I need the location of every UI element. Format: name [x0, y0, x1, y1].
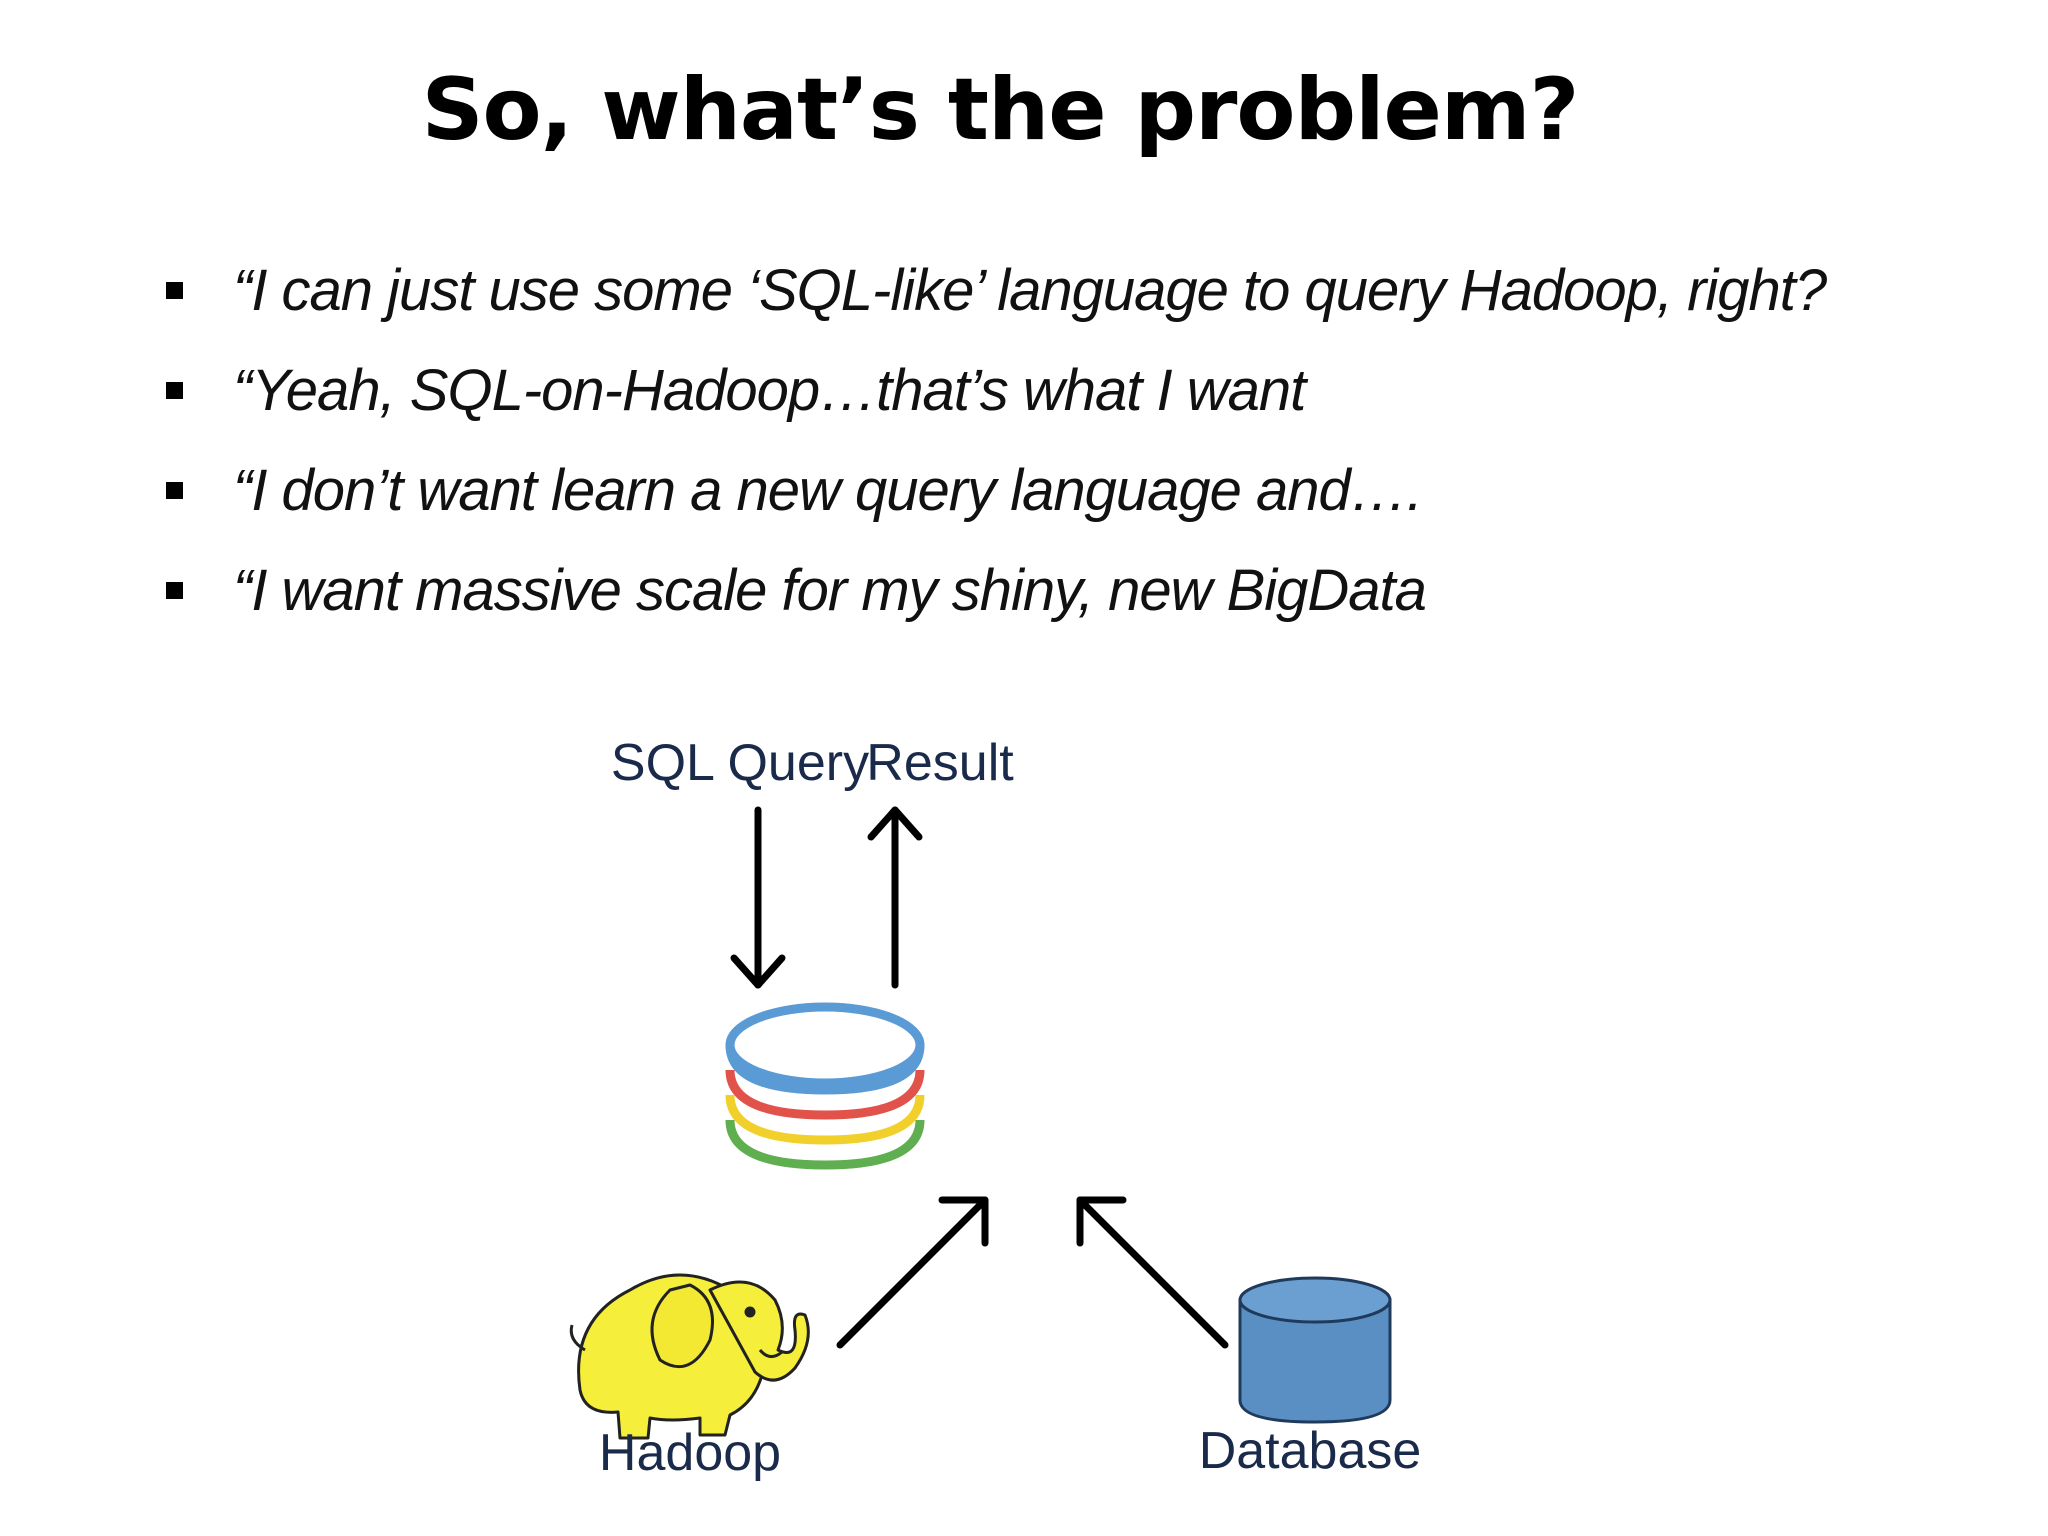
- result-label: Result: [866, 734, 1014, 792]
- bullet-item: “I want massive scale for my shiny, new …: [160, 540, 1826, 640]
- bullet-item: “I can just use some ‘SQL-like’ language…: [160, 240, 1827, 340]
- bullet-text: “I can just use some ‘SQL-like’ language…: [233, 257, 1827, 323]
- hadoop-label: Hadoop: [599, 1424, 781, 1482]
- bullet-square-icon: [166, 281, 183, 299]
- layered-database-icon: [725, 1002, 925, 1170]
- hadoop-elephant-icon: [569, 1273, 810, 1440]
- bullet-text: “I don’t want learn a new query language…: [233, 457, 1423, 523]
- down-arrow-icon: [730, 806, 786, 989]
- database-to-stack-arrow-icon: [1076, 1196, 1229, 1349]
- slide-title: So, what’s the problem?: [421, 60, 1580, 160]
- bullet-square-icon: [166, 581, 183, 599]
- up-arrow-icon: [867, 806, 923, 989]
- bullet-list: “I can just use some ‘SQL-like’ language…: [160, 240, 1827, 640]
- bullet-item: “Yeah, SQL-on-Hadoop…that’s what I want: [160, 340, 1826, 440]
- database-label: Database: [1199, 1422, 1422, 1480]
- bullet-square-icon: [166, 481, 183, 499]
- bullet-text: “Yeah, SQL-on-Hadoop…that’s what I want: [233, 357, 1306, 423]
- bullet-square-icon: [166, 381, 183, 399]
- bullet-text: “I want massive scale for my shiny, new …: [233, 557, 1427, 623]
- hadoop-to-stack-arrow-icon: [836, 1196, 989, 1349]
- bullet-item: “I don’t want learn a new query language…: [160, 440, 1826, 540]
- sql-query-label: SQL Query: [611, 734, 869, 792]
- database-cylinder-icon: [1238, 1276, 1392, 1424]
- architecture-diagram: SQL Query Result: [569, 734, 1422, 1482]
